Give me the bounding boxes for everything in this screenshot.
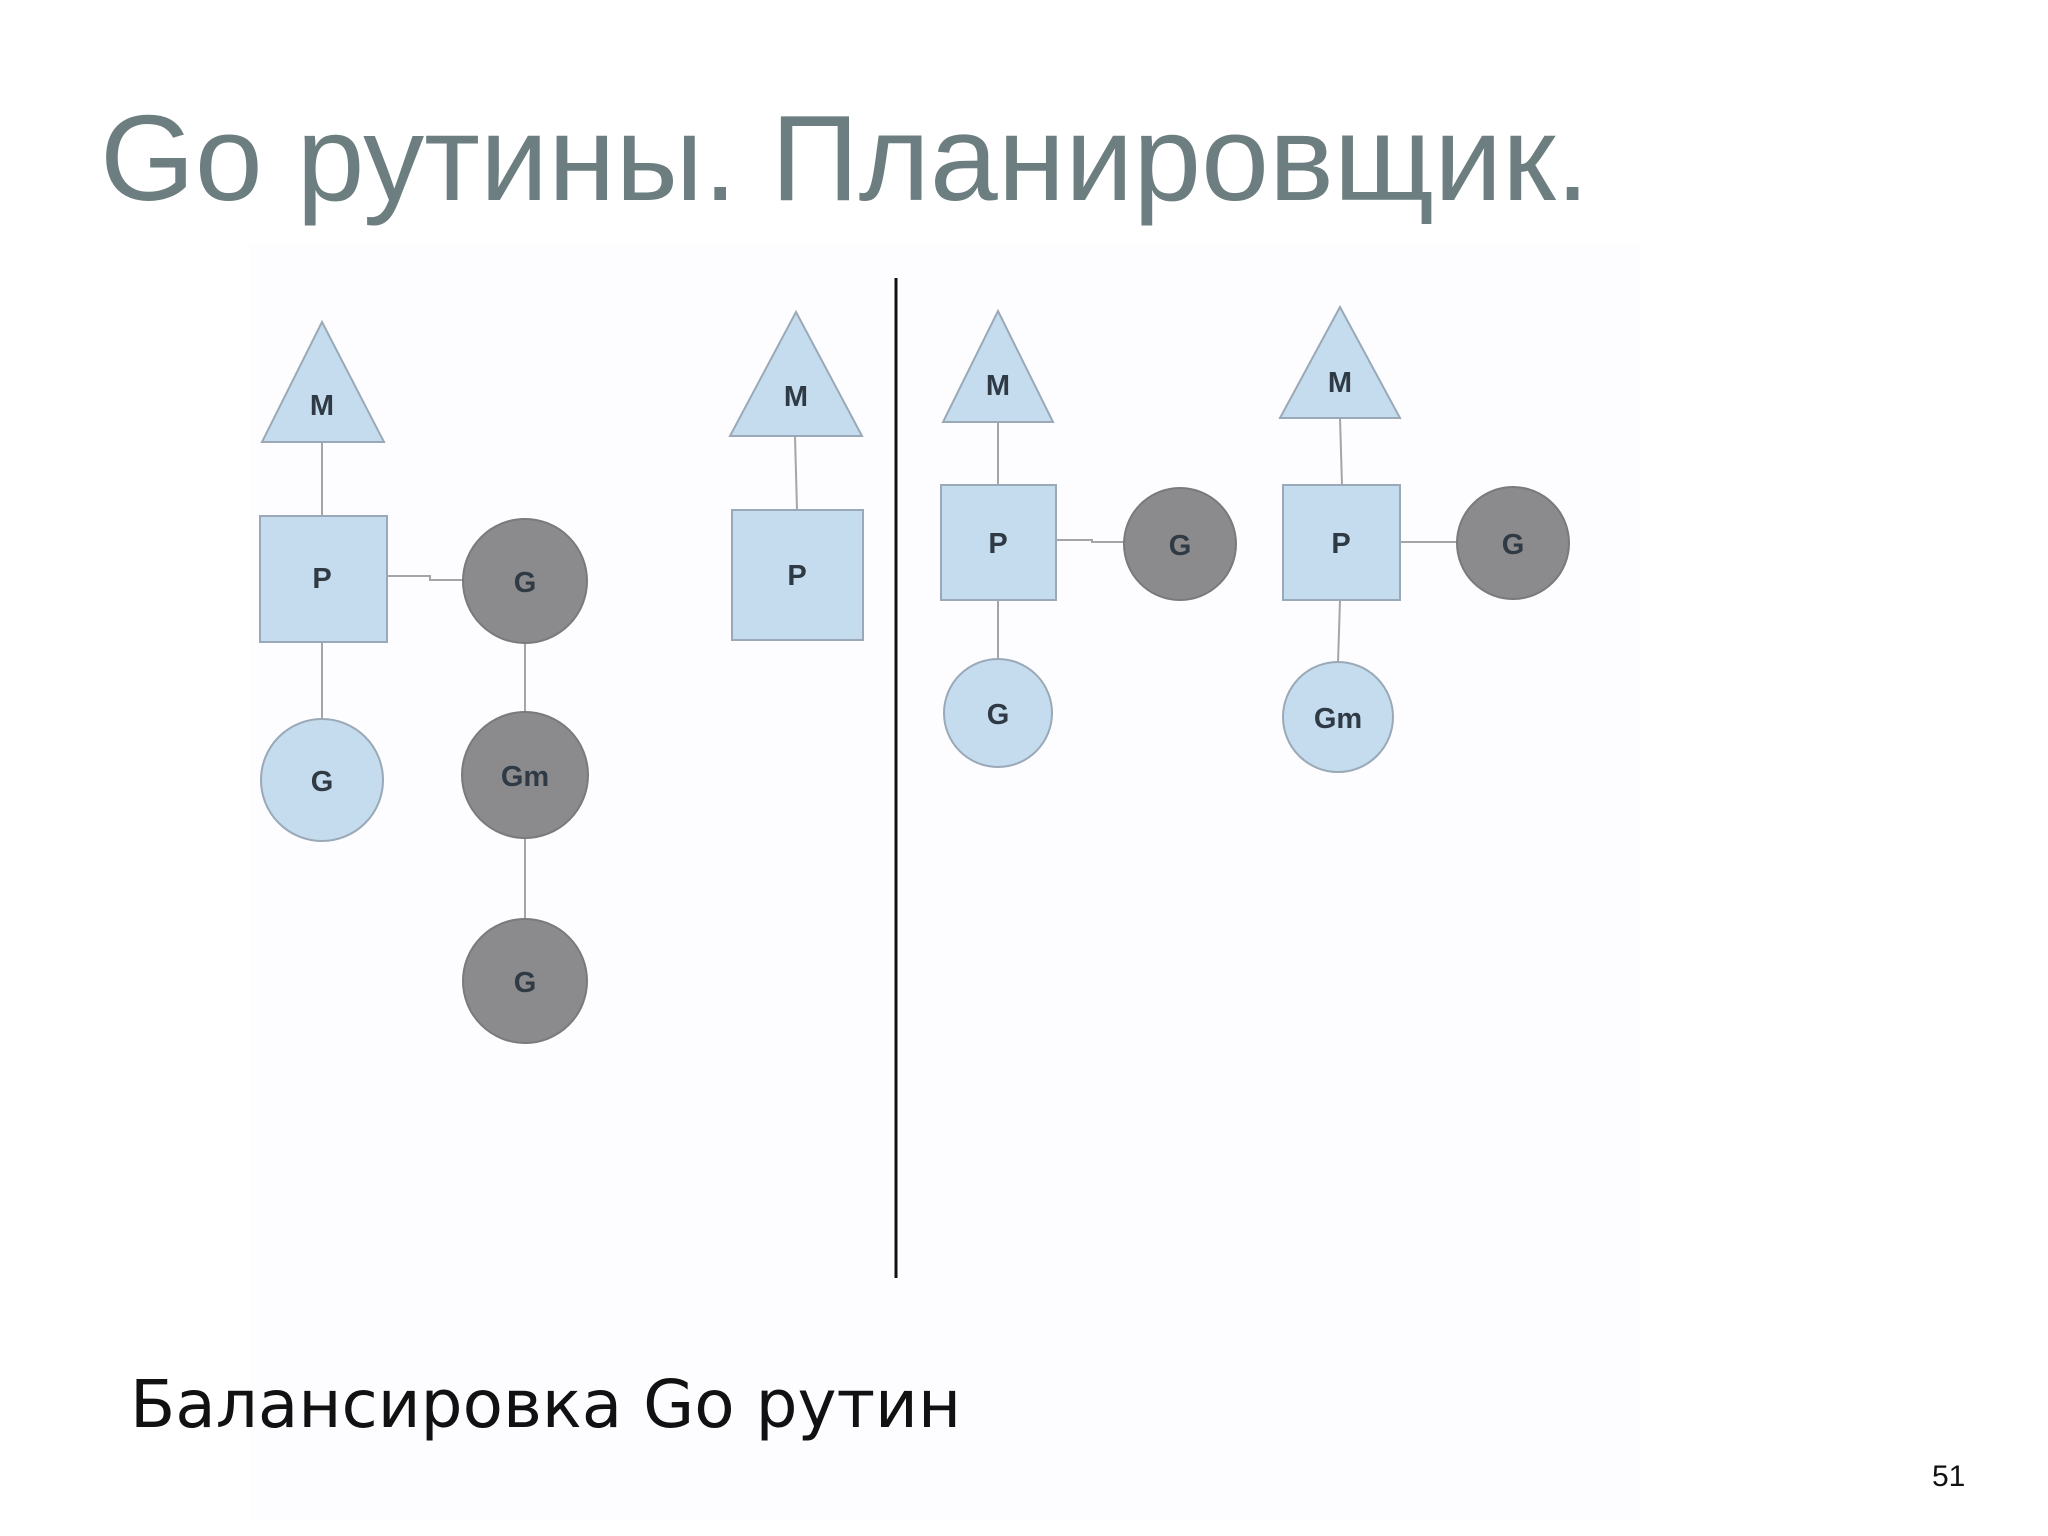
processor-node-label: P: [988, 528, 1007, 560]
machine-node-triangle: [260, 319, 386, 443]
right-group-1: M P G G: [940, 308, 1237, 768]
running-goroutine-label: G: [1502, 529, 1525, 561]
connectors: [321, 417, 1458, 918]
machine-node-label: M: [1328, 367, 1352, 399]
page-number: 51: [1932, 1460, 1966, 1493]
machine-node-triangle: [728, 309, 864, 437]
machine-node-label: M: [310, 390, 334, 422]
diagram-background: [250, 245, 1640, 1520]
processor-node: [1282, 484, 1401, 601]
slide-caption: Балансировка Go рутин: [130, 1366, 962, 1443]
processor-node: [731, 509, 864, 641]
running-goroutine-node: [462, 518, 588, 644]
processor-node-label: P: [312, 563, 331, 595]
connector-p-g-right2: [1337, 599, 1341, 664]
local-goroutine-label: G: [987, 699, 1010, 731]
connector-p-runningg-left1: [387, 575, 463, 581]
running-goroutine-label: G: [1169, 530, 1192, 562]
processor-node-label: P: [787, 560, 806, 592]
local-goroutine-node: [943, 658, 1053, 768]
processor-node: [259, 515, 388, 643]
local-goroutine-label: G: [311, 766, 334, 798]
running-goroutine-node: [1456, 486, 1570, 600]
machine-node-triangle: [1278, 304, 1402, 419]
processor-node-label: P: [1331, 528, 1350, 560]
slide-title: Go рутины. Планировщик.: [100, 90, 1590, 226]
connector-m-p-left2: [794, 435, 798, 511]
machine-node-triangle: [941, 308, 1055, 423]
machine-node-label: M: [784, 381, 808, 413]
connector-p-runningg-right1: [1056, 539, 1124, 543]
processor-node: [940, 484, 1057, 601]
right-group-2: M P G Gm: [1278, 304, 1570, 773]
local-goroutine-node: [1282, 661, 1394, 773]
queued-goroutine-label-1: Gm: [501, 761, 549, 793]
running-goroutine-label: G: [514, 567, 537, 599]
queued-goroutine-label-2: G: [514, 967, 537, 999]
queued-goroutine-node-1: [461, 711, 589, 839]
left-group-2: M P: [728, 309, 864, 641]
local-goroutine-node: [260, 718, 384, 842]
queued-goroutine-node-2: [462, 918, 588, 1044]
left-group-1: M P G Gm G G: [259, 319, 589, 1044]
local-goroutine-label: Gm: [1314, 703, 1362, 735]
machine-node-label: M: [986, 370, 1010, 402]
connector-m-p-right2: [1339, 417, 1343, 486]
running-goroutine-node: [1123, 487, 1237, 601]
